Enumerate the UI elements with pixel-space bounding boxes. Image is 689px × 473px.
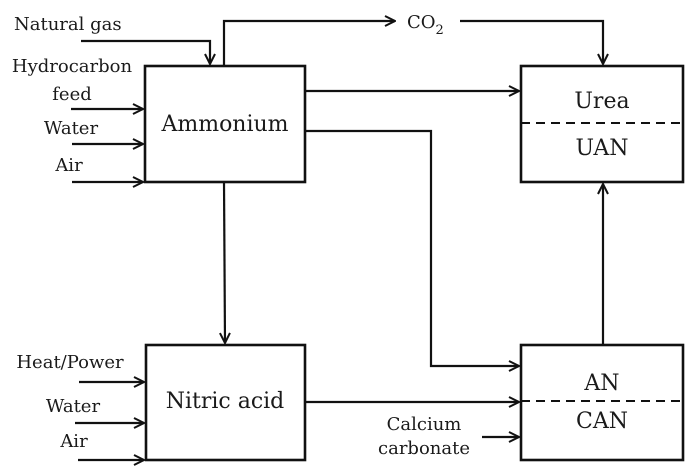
ammonium-box — [143, 64, 307, 184]
ammonium-water-label: Water — [44, 118, 99, 139]
ammonium-air-label: Air — [54, 155, 83, 176]
ammonium-to-nitric-acid-arrow — [224, 181, 225, 343]
hydrocarbon-label-line1: Hydrocarbon — [12, 56, 133, 77]
can-label: CAN — [576, 409, 628, 434]
calcium-label-line2: carbonate — [378, 438, 470, 459]
calcium-label-line1: Calcium — [387, 414, 462, 435]
natural-gas-label: Natural gas — [14, 14, 122, 35]
an-label: AN — [583, 371, 619, 396]
ammonium-to-an-arrow — [305, 129, 519, 366]
urea-label: Urea — [574, 89, 629, 114]
nitric-water-label: Water — [46, 396, 101, 417]
nitric-acid-label: Nitric acid — [166, 389, 285, 414]
heat-power-label: Heat/Power — [16, 352, 124, 373]
hydrocarbon-label-line2: feed — [52, 84, 92, 105]
co2-to-urea-arrow — [460, 19, 603, 64]
an-can-box — [519, 343, 685, 462]
ammonium-label: Ammonium — [160, 112, 288, 137]
natural-gas-arrow — [81, 39, 210, 64]
nitric-air-label: Air — [59, 431, 88, 452]
uan-label: UAN — [575, 136, 628, 161]
co2-label: CO2 — [407, 12, 444, 38]
ammonium-to-co2-arrow — [222, 21, 395, 66]
nitric-acid-box — [144, 343, 307, 462]
